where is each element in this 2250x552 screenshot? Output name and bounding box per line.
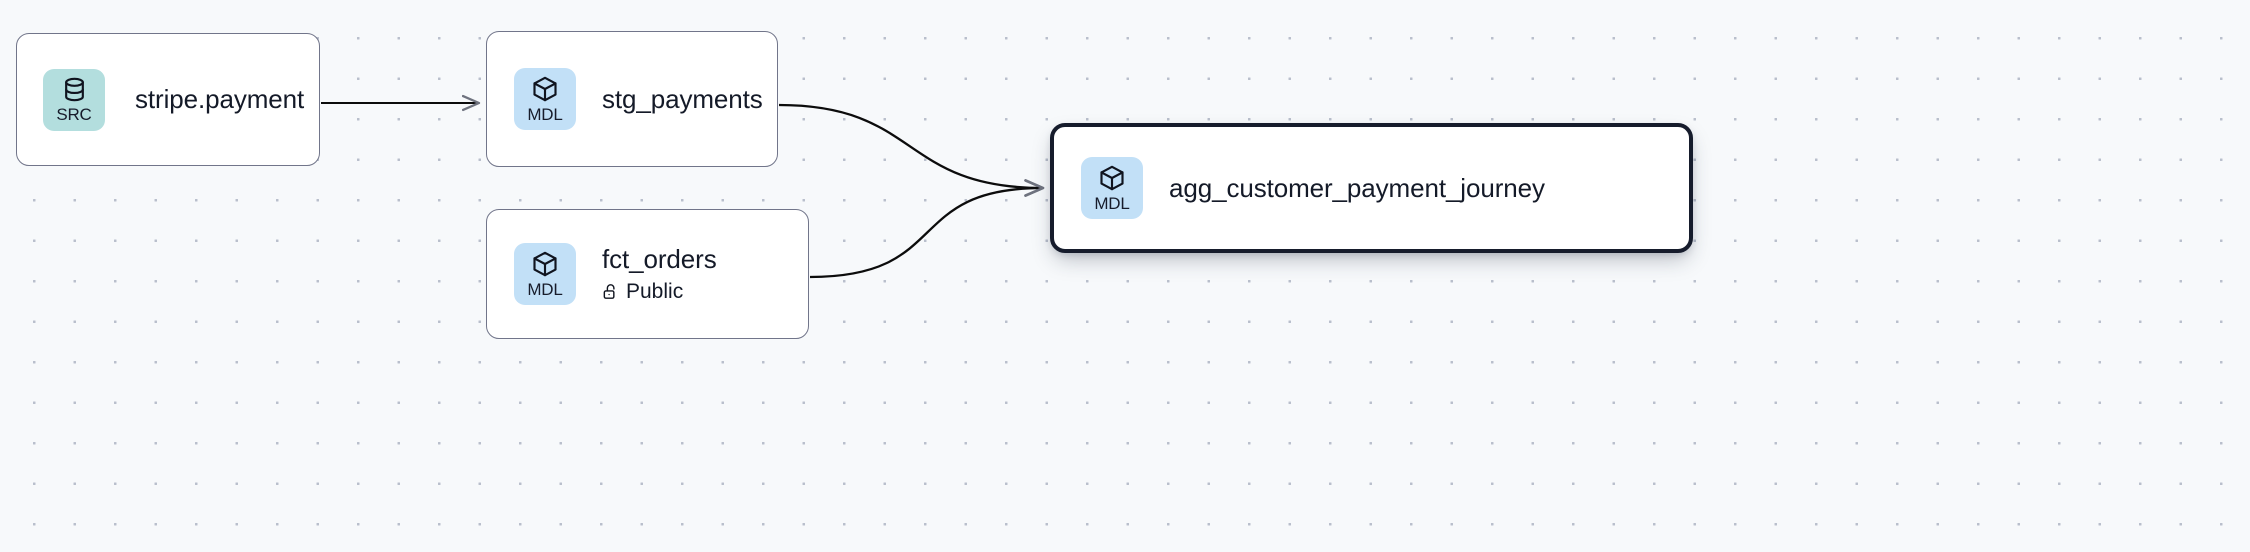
database-icon	[61, 76, 88, 103]
node-stg-payments[interactable]: MDL stg_payments	[486, 31, 778, 167]
node-body: stg_payments	[602, 84, 763, 115]
node-body: agg_customer_payment_journey	[1169, 173, 1545, 204]
node-body: fct_orders Public	[602, 244, 717, 304]
cube-icon	[531, 75, 559, 103]
node-title: stg_payments	[602, 83, 763, 114]
node-title: agg_customer_payment_journey	[1169, 172, 1545, 203]
node-title: fct_orders	[602, 244, 717, 275]
badge-source: SRC	[43, 68, 105, 131]
edge-stg-to-agg	[778, 103, 1045, 197]
edge-fct-to-agg	[809, 179, 1045, 279]
badge-label: MDL	[527, 105, 563, 124]
badge-model: MDL	[1081, 157, 1143, 219]
cube-icon	[531, 250, 559, 278]
node-fct-orders[interactable]: MDL fct_orders Public	[486, 209, 809, 339]
node-title: stripe.payment	[135, 84, 305, 115]
badge-label: MDL	[527, 280, 563, 299]
node-agg-customer-payment-journey[interactable]: MDL agg_customer_payment_journey	[1050, 123, 1693, 253]
unlocked-padlock-icon	[602, 283, 619, 300]
node-body: stripe.payment	[135, 84, 304, 115]
badge-label: MDL	[1094, 194, 1130, 213]
node-stripe-payment[interactable]: SRC stripe.payment	[16, 33, 320, 166]
cube-icon	[1098, 164, 1126, 192]
badge-model: MDL	[514, 68, 576, 130]
badge-label: SRC	[56, 105, 92, 124]
visibility-label: Public	[626, 279, 684, 303]
node-visibility: Public	[602, 279, 717, 304]
badge-model: MDL	[514, 243, 576, 305]
